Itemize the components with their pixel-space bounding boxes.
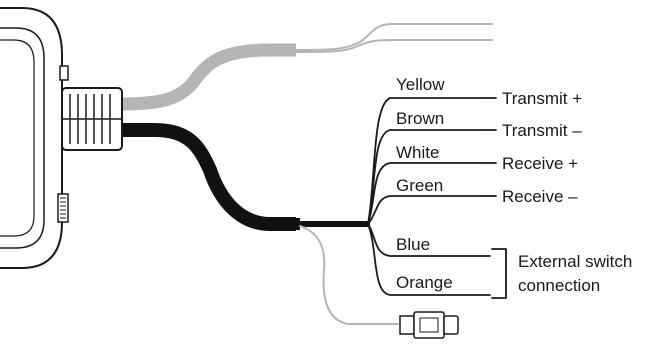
- label-receive-plus: Receive +: [502, 154, 578, 173]
- cable-gland: [61, 87, 123, 151]
- conductor-wires: [367, 97, 497, 296]
- label-orange: Orange: [396, 273, 453, 292]
- label-blue: Blue: [396, 235, 430, 254]
- label-connection: connection: [518, 276, 600, 295]
- label-transmit-minus: Transmit –: [502, 121, 582, 140]
- green-wire: [367, 195, 489, 225]
- white-wire: [367, 162, 489, 225]
- label-receive-minus: Receive –: [502, 187, 578, 206]
- label-transmit-plus: Transmit +: [502, 89, 582, 108]
- serial-branch: [299, 225, 459, 339]
- orange-wire: [367, 223, 491, 296]
- serial-connector-icon: [399, 311, 459, 339]
- knurled-knob: [57, 193, 69, 223]
- device-housing: [0, 7, 69, 269]
- label-brown: Brown: [396, 109, 444, 128]
- grey-cable: [119, 23, 493, 111]
- label-green: Green: [396, 176, 443, 195]
- external-switch-bracket: [491, 248, 507, 299]
- main-cable: [120, 123, 370, 231]
- label-white: White: [396, 143, 439, 162]
- label-external-switch: External switch: [518, 252, 632, 271]
- label-yellow: Yellow: [396, 75, 445, 94]
